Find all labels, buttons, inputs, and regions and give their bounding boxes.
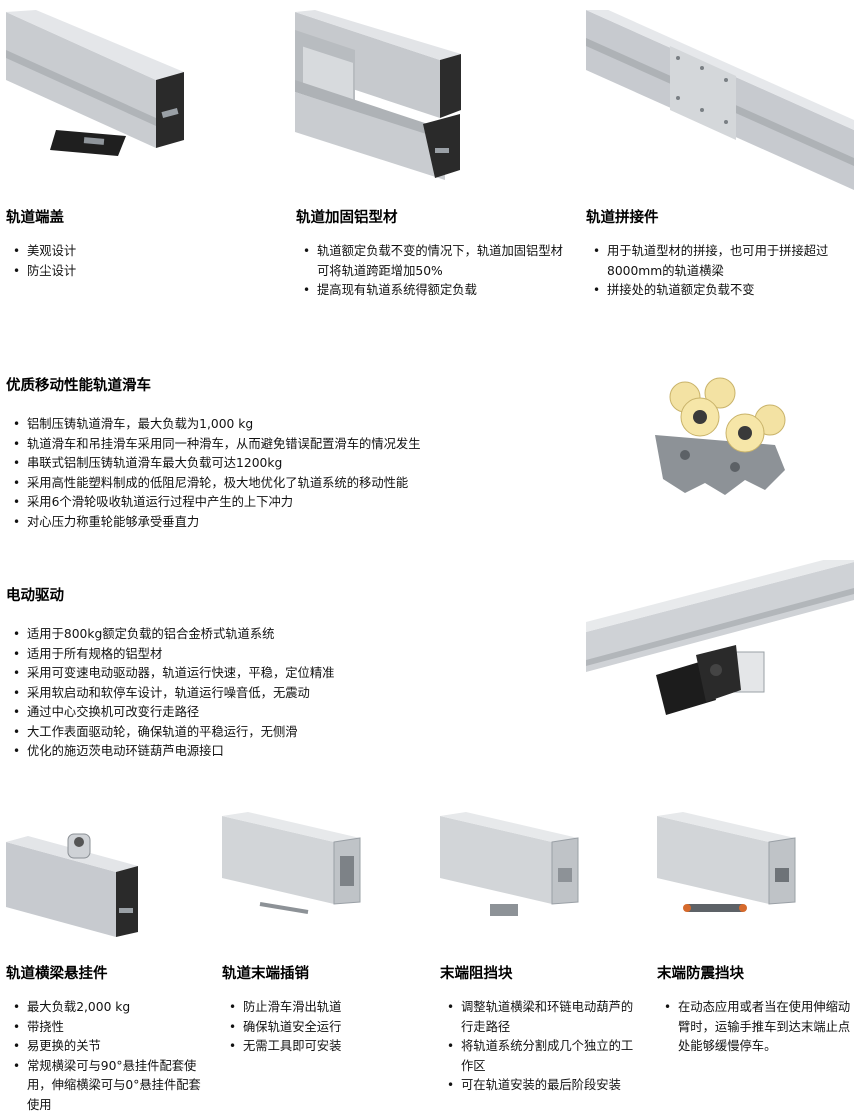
beam-suspension-image (6, 822, 141, 942)
reinforced-profile-image (295, 10, 465, 182)
list-item: 采用可变速电动驱动器，轨道运行快速，平稳，定位精准 (6, 664, 566, 684)
feature-list: 在动态应用或者当在使用伸缩动臂时，运输手推车到达末端止点处能够缓慢停车。 (657, 998, 855, 1057)
feature-list: 轨道额定负载不变的情况下，轨道加固铝型材可将轨道跨距增加50% 提高现有轨道系统… (296, 242, 568, 301)
end-stop-image (440, 812, 585, 922)
feature-reinforced-profile: 轨道加固铝型材 轨道额定负载不变的情况下，轨道加固铝型材可将轨道跨距增加50% … (296, 206, 568, 301)
list-item: 将轨道系统分割成几个独立的工作区 (440, 1037, 640, 1076)
list-item: 采用6个滑轮吸收轨道运行过程中产生的上下冲力 (6, 493, 606, 513)
list-item: 易更换的关节 (6, 1037, 206, 1057)
feature-title: 轨道拼接件 (586, 210, 659, 226)
feature-list: 防止滑车滑出轨道 确保轨道安全运行 无需工具即可安装 (222, 998, 422, 1057)
list-item: 适用于800kg额定负载的铝合金桥式轨道系统 (6, 625, 566, 645)
list-item: 调整轨道横梁和环链电动葫芦的行走路径 (440, 998, 640, 1037)
list-item: 最大负载2,000 kg (6, 998, 206, 1018)
feature-title: 末端阻挡块 (440, 966, 513, 982)
list-item: 用于轨道型材的拼接，也可用于拼接超过8000mm的轨道横梁 (586, 242, 848, 281)
list-item: 通过中心交换机可改变行走路径 (6, 703, 566, 723)
list-item: 带挠性 (6, 1018, 206, 1038)
feature-splice-connector: 轨道拼接件 用于轨道型材的拼接，也可用于拼接超过8000mm的轨道横梁 拼接处的… (586, 206, 848, 301)
feature-list: 适用于800kg额定负载的铝合金桥式轨道系统 适用于所有规格的铝型材 采用可变速… (6, 625, 566, 762)
feature-drive: 电动驱动 适用于800kg额定负载的铝合金桥式轨道系统 适用于所有规格的铝型材 … (6, 584, 566, 762)
feature-trolley: 优质移动性能轨道滑车 铝制压铸轨道滑车，最大负载为1,000 kg 轨道滑车和吊… (6, 374, 606, 532)
feature-title: 轨道末端插销 (222, 966, 309, 982)
list-item: 采用高性能塑料制成的低阻尼滑轮，极大地优化了轨道系统的移动性能 (6, 474, 606, 494)
list-item: 铝制压铸轨道滑车，最大负载为1,000 kg (6, 415, 606, 435)
list-item: 常规横梁可与90°悬挂件配套使用，伸缩横梁可与0°悬挂件配套使用 (6, 1057, 206, 1116)
list-item: 美观设计 (6, 242, 276, 262)
list-item: 提高现有轨道系统得额定负载 (296, 281, 568, 301)
end-cap-image (6, 10, 191, 170)
feature-beam-suspension: 轨道横梁悬挂件 最大负载2,000 kg 带挠性 易更换的关节 常规横梁可与90… (6, 962, 206, 1115)
shock-absorber-stop-image (657, 812, 802, 922)
list-item: 串联式铝制压铸轨道滑车最大负载可达1200kg (6, 454, 606, 474)
feature-shock-absorber-stop: 末端防震挡块 在动态应用或者当在使用伸缩动臂时，运输手推车到达末端止点处能够缓慢… (657, 962, 855, 1057)
splice-connector-image (586, 10, 854, 190)
feature-list: 美观设计 防尘设计 (6, 242, 276, 281)
section-title: 优质移动性能轨道滑车 (6, 378, 151, 394)
list-item: 对心压力称重轮能够承受垂直力 (6, 513, 606, 533)
end-pin-image (222, 812, 367, 922)
list-item: 轨道额定负载不变的情况下，轨道加固铝型材可将轨道跨距增加50% (296, 242, 568, 281)
list-item: 在动态应用或者当在使用伸缩动臂时，运输手推车到达末端止点处能够缓慢停车。 (657, 998, 855, 1057)
feature-list: 最大负载2,000 kg 带挠性 易更换的关节 常规横梁可与90°悬挂件配套使用… (6, 998, 206, 1115)
feature-title: 末端防震挡块 (657, 966, 744, 982)
list-item: 优化的施迈茨电动环链葫芦电源接口 (6, 742, 566, 762)
feature-title: 轨道端盖 (6, 210, 64, 226)
feature-end-stop: 末端阻挡块 调整轨道横梁和环链电动葫芦的行走路径 将轨道系统分割成几个独立的工作… (440, 962, 640, 1096)
list-item: 防止滑车滑出轨道 (222, 998, 422, 1018)
feature-list: 用于轨道型材的拼接，也可用于拼接超过8000mm的轨道横梁 拼接处的轨道额定负载… (586, 242, 848, 301)
list-item: 防尘设计 (6, 262, 276, 282)
trolley-image (645, 375, 805, 500)
list-item: 拼接处的轨道额定负载不变 (586, 281, 848, 301)
section-title: 电动驱动 (6, 588, 64, 604)
feature-title: 轨道横梁悬挂件 (6, 966, 108, 982)
feature-end-pin: 轨道末端插销 防止滑车滑出轨道 确保轨道安全运行 无需工具即可安装 (222, 962, 422, 1057)
list-item: 无需工具即可安装 (222, 1037, 422, 1057)
electric-drive-image (586, 560, 854, 720)
list-item: 确保轨道安全运行 (222, 1018, 422, 1038)
list-item: 采用软启动和软停车设计，轨道运行噪音低，无震动 (6, 684, 566, 704)
list-item: 适用于所有规格的铝型材 (6, 645, 566, 665)
list-item: 可在轨道安装的最后阶段安装 (440, 1076, 640, 1096)
feature-title: 轨道加固铝型材 (296, 210, 398, 226)
feature-list: 调整轨道横梁和环链电动葫芦的行走路径 将轨道系统分割成几个独立的工作区 可在轨道… (440, 998, 640, 1096)
feature-end-cap: 轨道端盖 美观设计 防尘设计 (6, 206, 276, 281)
feature-list: 铝制压铸轨道滑车，最大负载为1,000 kg 轨道滑车和吊挂滑车采用同一种滑车，… (6, 415, 606, 532)
list-item: 大工作表面驱动轮，确保轨道的平稳运行，无侧滑 (6, 723, 566, 743)
list-item: 轨道滑车和吊挂滑车采用同一种滑车，从而避免错误配置滑车的情况发生 (6, 435, 606, 455)
